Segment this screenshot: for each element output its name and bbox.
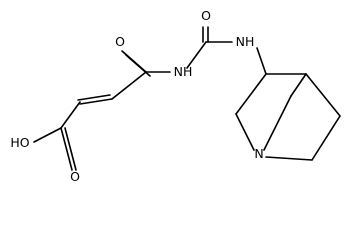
atom-nh-middle: NH [174, 64, 193, 79]
molecule-diagram: O NH O NH HO O N [10, 8, 341, 184]
bond-c4-c5 [290, 73, 307, 97]
bond-alkene-2 [77, 94, 111, 101]
bond-alkene-1 [79, 98, 113, 105]
bond-alkene-acid-c [60, 101, 81, 129]
bond-urea-c-nh-middle [186, 41, 207, 69]
bond-acid-c-o-1 [60, 127, 73, 171]
bond-amide-c-alkene [111, 71, 147, 100]
atom-nh-right: NH [236, 34, 255, 49]
atom-o-acid: O [70, 169, 80, 184]
atom-o-urea: O [201, 8, 211, 23]
bond-c8-n [265, 156, 313, 161]
structure-svg: O NH O NH HO O N [10, 8, 341, 184]
bond-acid-c-o-2 [64, 127, 77, 171]
bond-amide-c-o-2 [125, 54, 151, 77]
atom-o-amide: O [115, 34, 125, 49]
bond-c5-n [263, 95, 292, 151]
bond-c3-c2 [235, 73, 267, 115]
atom-oh: HO [10, 135, 29, 150]
bond-acid-c-oh [33, 127, 62, 143]
atom-n-ring: N [254, 146, 263, 161]
bond-nh-c3 [256, 47, 267, 75]
bond-c4-c7 [305, 73, 341, 117]
bond-c7-c8 [311, 115, 341, 161]
bond-c2-n [235, 113, 255, 151]
